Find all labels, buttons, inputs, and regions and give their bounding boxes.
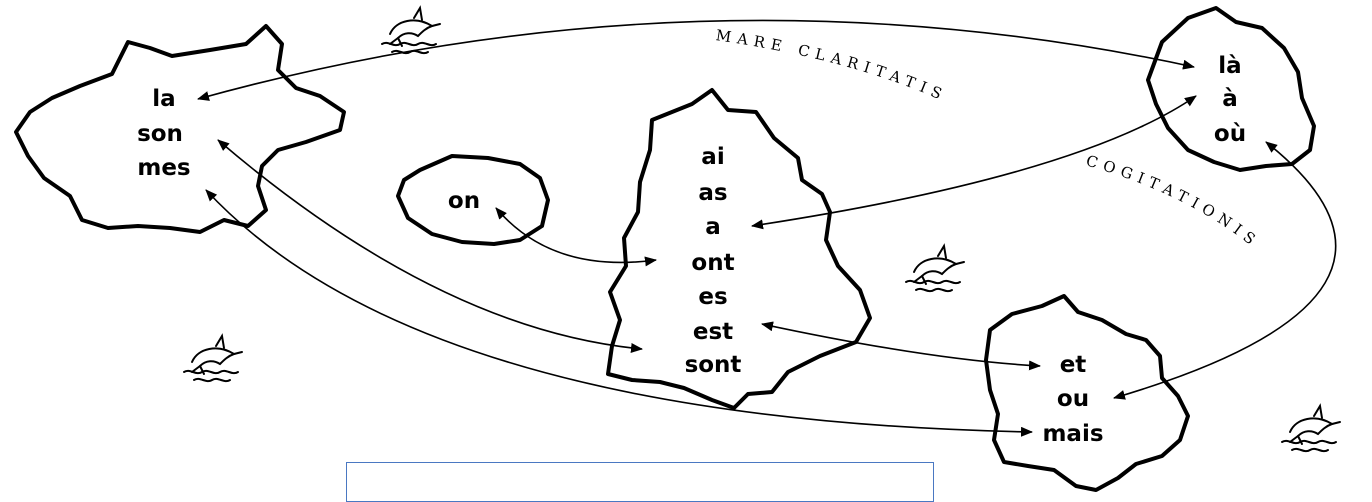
word-mes: mes [137,155,190,181]
dolphin-icon [184,336,242,381]
dolphin-icon [382,8,440,53]
word-ou-accent: où [1214,121,1246,147]
word-son: son [137,121,183,147]
word-ou: ou [1057,386,1089,412]
word-est: est [693,319,733,345]
word-sont: sont [685,352,742,378]
dolphin-icon [906,246,964,291]
word-la-accent: là [1218,53,1241,79]
word-as: as [698,180,727,206]
word-on: on [448,188,480,214]
word-ont: ont [691,250,734,276]
word-a: a [705,214,721,240]
word-ai: ai [701,144,724,170]
route-la-to-la [198,20,1194,99]
caption-box [346,462,934,502]
dolphin-icon [1282,406,1340,451]
word-mais: mais [1042,421,1103,447]
word-et: et [1060,352,1087,378]
word-la: la [152,86,175,112]
word-a-accent: à [1222,86,1238,112]
island-small-words: on [448,188,480,214]
word-es: es [698,284,727,310]
sea-label-line1: MARE CLARITATIS [715,26,950,105]
